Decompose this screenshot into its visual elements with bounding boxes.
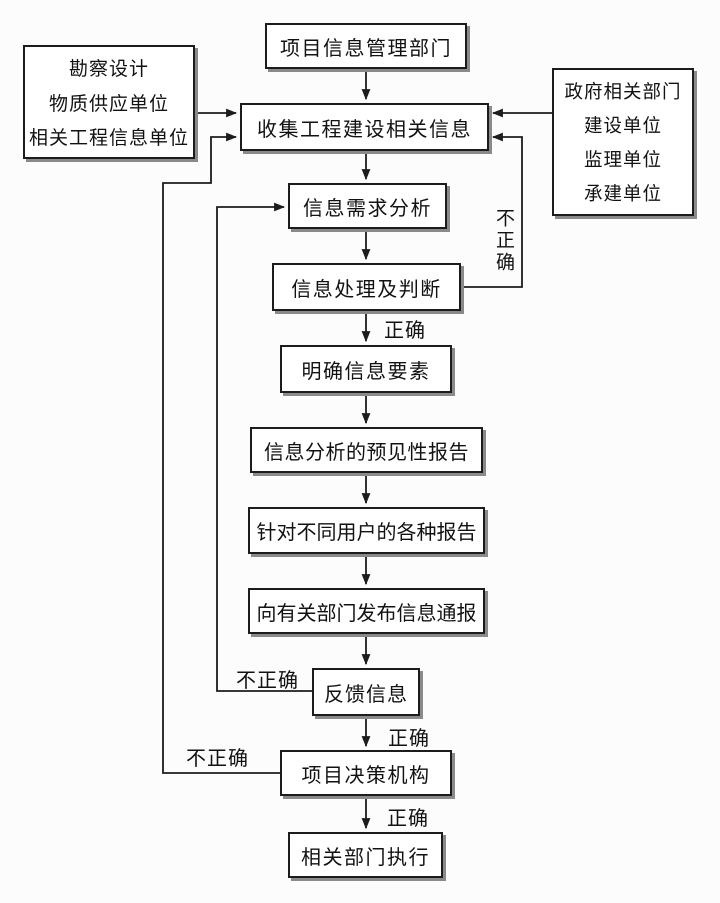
loop-decision-incorrect-to-collect	[162, 132, 280, 774]
right-source-line: 承建单位	[583, 185, 662, 205]
left-source-line: 相关工程信息单位	[28, 127, 189, 149]
node-collect-info: 收集工程建设相关信息	[240, 103, 489, 151]
edge-label-feedback-incorrect: 不正确	[236, 670, 299, 692]
edge-label-processing-correct: 正确	[384, 320, 426, 342]
left-source-line: 勘察设计	[68, 59, 149, 81]
node-clarify-elements: 明确信息要素	[280, 345, 452, 393]
right-source-line: 监理单位	[583, 151, 662, 171]
node-user-reports: 针对不同用户的各种报告	[248, 507, 485, 554]
node-left-sources: 勘察设计 物质供应单位 相关工程信息单位	[23, 45, 195, 159]
node-feedback-info: 反馈信息	[312, 668, 420, 716]
node-project-info-dept: 项目信息管理部门	[265, 23, 467, 69]
node-decision-body: 项目决策机构	[280, 750, 452, 796]
node-notify-departments: 向有关部门发布信息通报	[248, 588, 485, 634]
node-processing-judgment: 信息处理及判断	[272, 263, 461, 311]
loop-feedback-incorrect-to-demand	[216, 202, 312, 692]
edge-label-decision-correct: 正确	[387, 808, 429, 830]
left-source-line: 物质供应单位	[48, 93, 169, 115]
node-predictive-report: 信息分析的预见性报告	[250, 427, 483, 473]
edge-label-feedback-correct: 正确	[388, 728, 430, 750]
edge-label-processing-incorrect: 不正确	[493, 208, 514, 274]
node-demand-analysis: 信息需求分析	[288, 183, 447, 229]
right-source-line: 建设单位	[583, 117, 662, 137]
node-execute-departments: 相关部门执行	[288, 832, 443, 878]
loop-processing-incorrect-to-collect	[461, 132, 523, 288]
right-source-line: 政府相关部门	[564, 83, 682, 103]
edge-label-decision-incorrect: 不正确	[186, 748, 249, 770]
node-right-sources: 政府相关部门 建设单位 监理单位 承建单位	[552, 68, 694, 216]
